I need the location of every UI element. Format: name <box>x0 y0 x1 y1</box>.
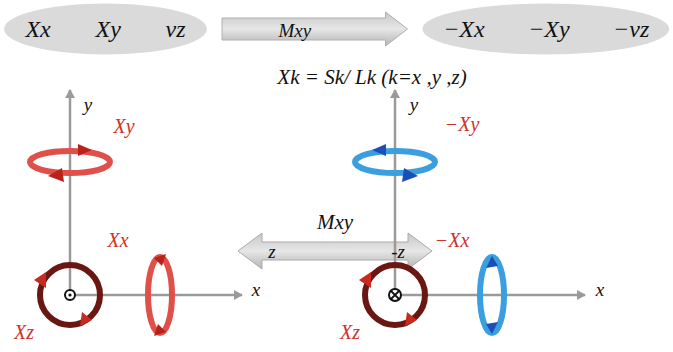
symbol-text: νz <box>160 16 192 43</box>
symbol-text: −Xx <box>437 16 491 43</box>
axis-label: Xk = Sk/ Lk (k=x ,y ,z) <box>277 67 466 88</box>
left-axes <box>30 90 242 336</box>
axis-label: Xz <box>14 322 34 342</box>
transform-arrow <box>222 12 408 46</box>
symbol-text: Xy <box>89 16 126 43</box>
axis-label: y <box>84 95 92 114</box>
axis-label: −Xx <box>435 230 470 250</box>
ellipse-node: Xx Xy νz <box>3 3 208 55</box>
axis-label: -z <box>391 242 405 261</box>
axis-label: x <box>596 280 604 299</box>
axis-label: z <box>268 242 275 261</box>
axis-label: Mxy <box>317 212 353 233</box>
symbol-text: −νz <box>607 16 655 43</box>
axis-label: Xx <box>107 230 128 250</box>
ellipse-node: −Xx −Xy −νz <box>421 3 671 55</box>
axis-label: −Xy <box>445 114 480 134</box>
axis-label: x <box>252 280 260 299</box>
symbol-text: Xx <box>19 16 56 43</box>
axis-label: Xy <box>113 116 134 136</box>
right-axes <box>355 90 585 334</box>
axis-label: y <box>410 95 418 114</box>
edge-label: Mxy <box>278 21 311 40</box>
axis-label: Xz <box>340 322 360 342</box>
symbol-text: −Xy <box>522 16 576 43</box>
